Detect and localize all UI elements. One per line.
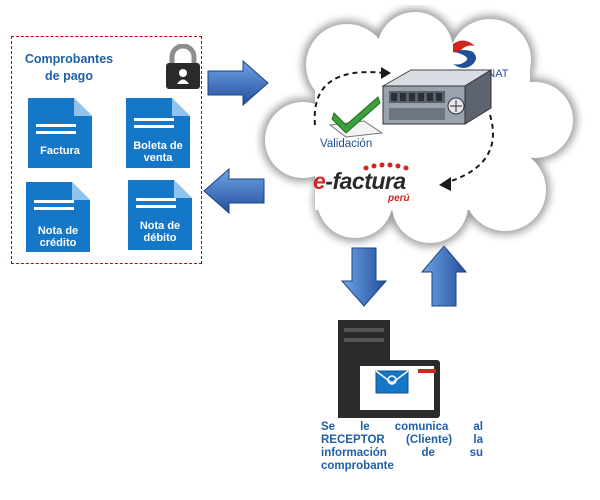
efactura-logo: e-factura: [313, 168, 406, 195]
document-nota-debito: Nota de débito: [128, 180, 192, 250]
document-boleta: Boleta de venta: [126, 98, 190, 168]
arrow-right-icon: [207, 60, 269, 106]
document-nota-credito: Nota de crédito: [26, 182, 90, 252]
efactura-sub: perú: [388, 193, 410, 204]
cloud-shape: [261, 8, 577, 247]
document-factura: Factura: [28, 98, 92, 168]
panel-title: Comprobantes de pago: [24, 52, 114, 83]
receiver-caption: Se le comunica al RECEPTOR (Cliente) la …: [321, 421, 483, 472]
email-icon: [375, 370, 409, 394]
document-icon: [128, 180, 192, 250]
arrow-left-icon: [203, 168, 265, 214]
arrow-up-icon: [421, 245, 467, 307]
lock-icon: [166, 44, 200, 89]
document-icon: [28, 98, 92, 168]
arrow-down-icon: [341, 247, 387, 307]
efactura-dots-icon: [363, 162, 409, 171]
document-label: Boleta de venta: [133, 140, 183, 164]
document-label: Factura: [40, 145, 80, 157]
efactura-text: -factura: [325, 168, 406, 194]
document-icon: [126, 98, 190, 168]
document-icon: [26, 182, 90, 252]
small-brand-icon: [418, 369, 436, 373]
validation-label: Validación: [320, 138, 373, 150]
documents-panel: [11, 36, 202, 264]
server-icon: [381, 69, 493, 125]
efactura-e: e: [313, 168, 326, 194]
document-label: Nota de crédito: [37, 225, 79, 249]
checkmark-icon: [328, 96, 384, 138]
document-label: Nota de débito: [139, 220, 181, 244]
sunat-logo-icon: [453, 40, 476, 68]
